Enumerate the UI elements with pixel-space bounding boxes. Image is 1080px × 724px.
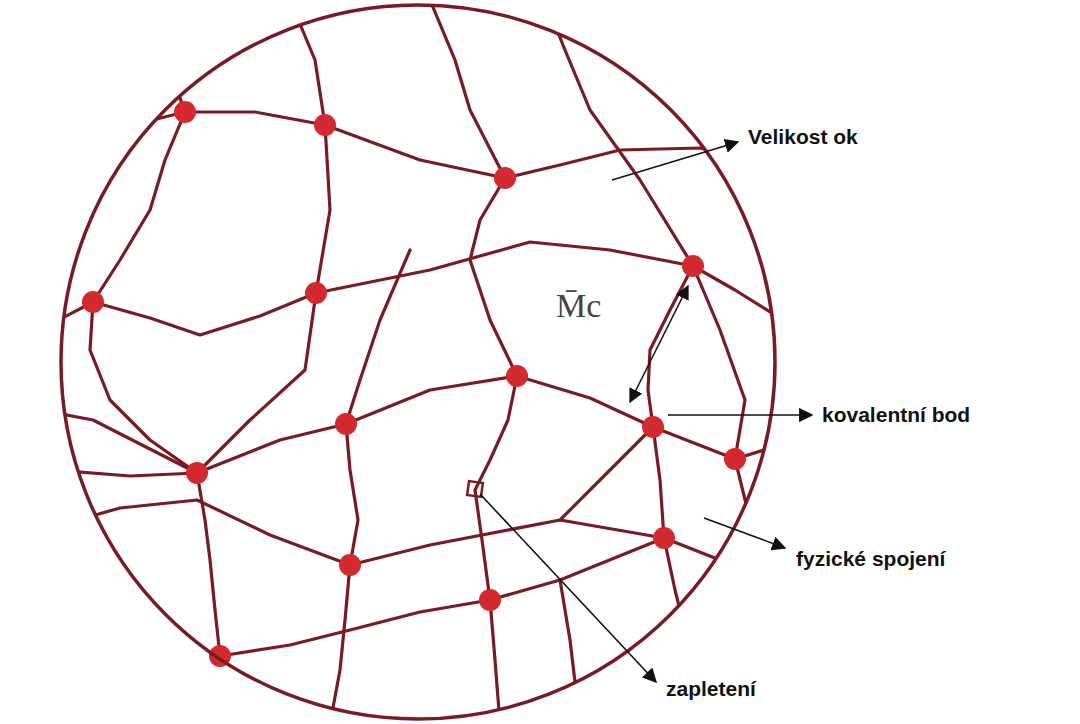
polymer-chains	[40, 0, 780, 724]
entanglement-label: zapletení	[666, 676, 756, 702]
network-boundary	[61, 5, 775, 719]
leader-lines	[480, 142, 812, 682]
physical-link-label: fyzické spojení	[796, 546, 945, 572]
covalent-point-label: kovalentní bod	[822, 402, 970, 428]
mesh-size-label: Velikost ok	[748, 124, 858, 150]
crosslink-dots	[82, 101, 746, 667]
chain-mass-symbol: M̄c	[556, 286, 601, 326]
